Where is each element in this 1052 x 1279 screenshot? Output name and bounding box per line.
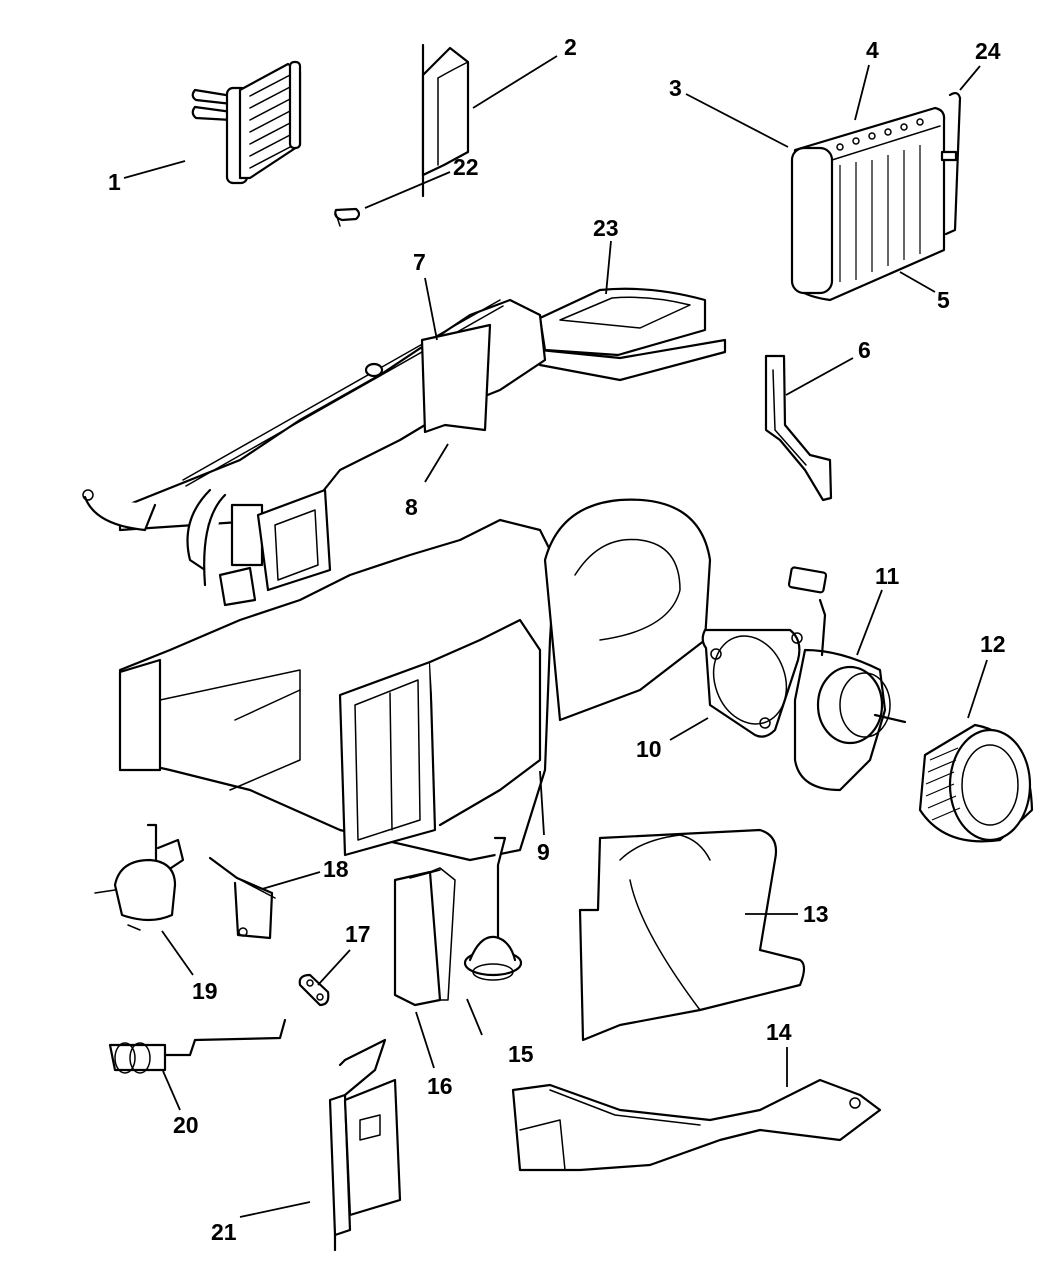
- callout-4: 4: [866, 37, 879, 63]
- leader-4: [854, 64, 870, 121]
- callout-15: 15: [508, 1041, 534, 1067]
- callout-5: 5: [937, 287, 950, 313]
- duct-part: [511, 1078, 882, 1172]
- bracket-part-6: [764, 354, 833, 502]
- leader-18: [261, 871, 321, 890]
- leader-21: [239, 1201, 311, 1218]
- door-part-21: [328, 1038, 402, 1252]
- heater-core-part: [191, 60, 302, 185]
- leader-16: [415, 1011, 435, 1069]
- callout-16: 16: [427, 1073, 453, 1099]
- leader-20: [162, 1070, 181, 1111]
- evaporator-core-part: [790, 91, 962, 302]
- leader-9: [539, 770, 545, 836]
- bracket-link-part: [208, 856, 276, 940]
- leader-2: [472, 55, 558, 109]
- callout-22: 22: [453, 154, 479, 180]
- callout-10: 10: [636, 736, 662, 762]
- callout-19: 19: [192, 978, 218, 1004]
- vacuum-actuator-part-20: [108, 1018, 287, 1074]
- blower-scroll-part: [543, 498, 712, 722]
- callout-17: 17: [345, 921, 371, 947]
- leader-3: [685, 93, 789, 148]
- callout-1: 1: [108, 169, 121, 195]
- lower-housing-part: [118, 518, 557, 862]
- leader-1: [123, 160, 186, 179]
- callout-13: 13: [803, 901, 829, 927]
- callout-18: 18: [323, 856, 349, 882]
- callout-20: 20: [173, 1112, 199, 1138]
- callout-21: 21: [211, 1219, 237, 1245]
- leader-lines: [123, 55, 988, 1218]
- callout-6: 6: [858, 337, 871, 363]
- callout-3: 3: [669, 75, 682, 101]
- leader-5: [899, 271, 936, 293]
- callout-23: 23: [593, 215, 619, 241]
- blower-motor-part: [787, 566, 907, 792]
- clip-part-22: [334, 207, 361, 227]
- leader-15: [466, 998, 483, 1036]
- blower-cover-part: [578, 828, 806, 1042]
- leader-12: [967, 659, 988, 719]
- leader-17: [317, 949, 351, 986]
- leader-10: [669, 717, 709, 741]
- leader-7: [424, 277, 438, 341]
- blower-seal-part: [701, 628, 803, 738]
- callout-14: 14: [766, 1019, 792, 1045]
- leader-8: [424, 443, 449, 483]
- leader-22: [364, 171, 451, 209]
- vacuum-actuator-part-19: [94, 823, 185, 931]
- leader-23: [605, 240, 612, 295]
- leader-11: [856, 589, 883, 656]
- callout-7: 7: [413, 249, 426, 275]
- callout-9: 9: [537, 839, 550, 865]
- callout-labels: 1 2 3 4 5 6 7 8 9 10 11 12 13 14 15 16 1…: [108, 34, 1006, 1245]
- upper-housing-part: [82, 298, 547, 607]
- callout-24: 24: [975, 38, 1001, 64]
- seal-part-23: [538, 287, 727, 382]
- linkage-clip-part: [298, 973, 330, 1007]
- vacuum-actuator-part-15: [463, 836, 523, 981]
- door-part-2: [421, 43, 470, 198]
- callout-8: 8: [405, 494, 418, 520]
- leader-24: [959, 65, 981, 91]
- blower-wheel-part: [918, 723, 1034, 843]
- leader-6: [785, 357, 854, 396]
- callout-12: 12: [980, 631, 1006, 657]
- leader-19: [161, 930, 194, 976]
- door-part-16: [393, 867, 456, 1007]
- callout-11: 11: [875, 563, 900, 589]
- callout-2: 2: [564, 34, 577, 60]
